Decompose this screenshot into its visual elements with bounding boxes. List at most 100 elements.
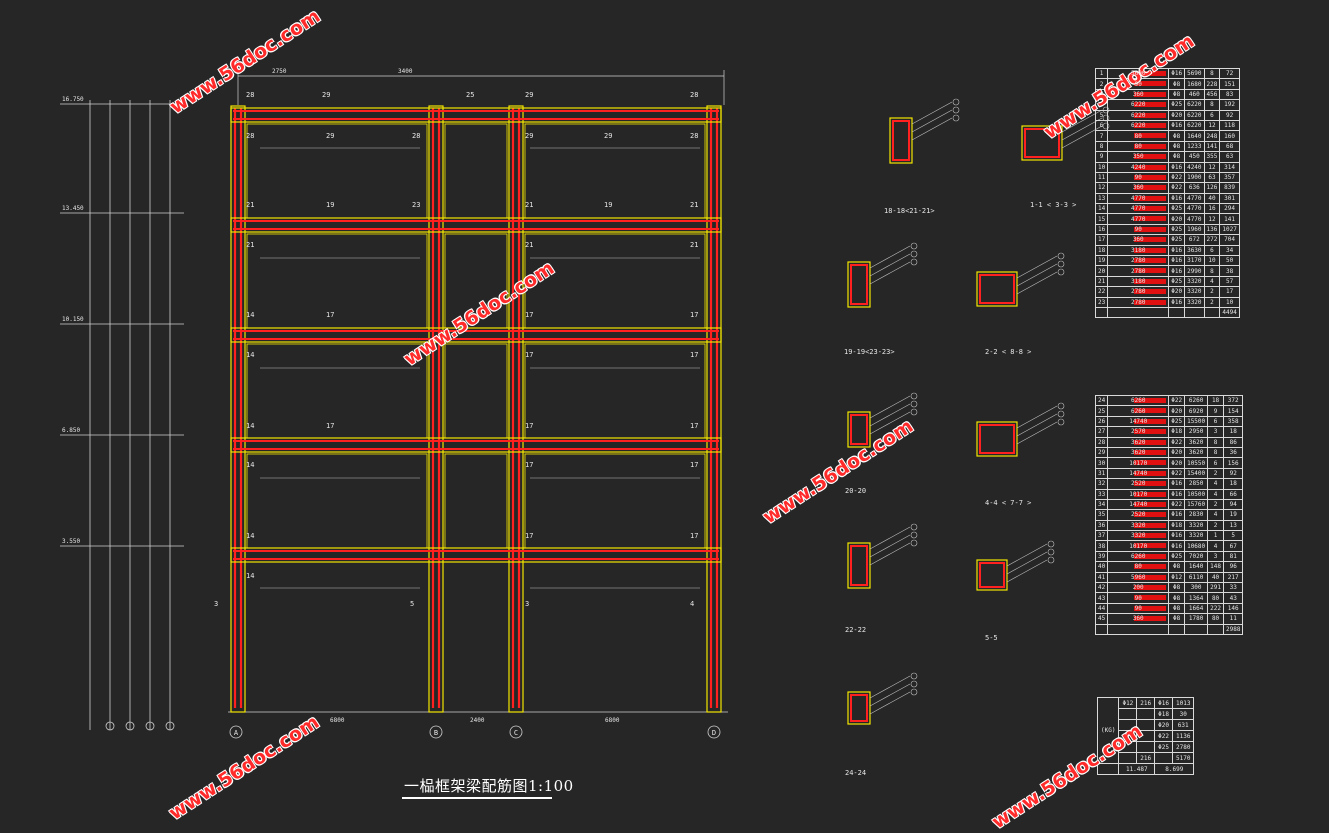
steel-cell: 3180: [1107, 275, 1170, 288]
beam-label: 3: [214, 600, 218, 608]
steel-cell: 3: [1207, 426, 1224, 438]
bottom-dimensions: 6800 2400 6800: [330, 717, 620, 724]
steel-cell: 80: [1207, 592, 1224, 604]
steel-cell: 35: [1094, 509, 1109, 521]
steel-cell: 40: [1094, 561, 1109, 573]
beam-label: 28: [690, 91, 698, 99]
steel-cell: 358: [1222, 415, 1244, 428]
steel-cell: Φ8: [1168, 561, 1186, 573]
dimension-text: 6800: [330, 717, 345, 724]
beam-outline: [230, 547, 722, 563]
steel-cell: 2520: [1107, 478, 1170, 490]
steel-cell: 118: [1219, 119, 1240, 132]
rebar-shape: [1134, 91, 1167, 97]
title-underline: [402, 797, 552, 799]
steel-cell: 14740: [1107, 498, 1170, 511]
steel-cell: 2950: [1184, 426, 1209, 438]
steel-cell: 38: [1094, 540, 1109, 552]
rebar-shape: [1134, 398, 1167, 403]
beam-label: 21: [525, 241, 533, 249]
section-label: 18-18<21-21>: [884, 207, 935, 215]
axis-label: C: [514, 729, 518, 737]
beam-label: 28: [246, 132, 254, 140]
beam-outline: [230, 107, 722, 123]
steel-cell: 1364: [1184, 592, 1209, 604]
steel-cell: 43: [1222, 592, 1244, 604]
steel-cell: 5960: [1107, 571, 1170, 584]
steel-cell: Φ16: [1168, 255, 1186, 267]
steel-cell: 17: [1094, 234, 1109, 246]
section-label: 19-19<23-23>: [844, 348, 895, 356]
beam-label: 17: [690, 422, 698, 430]
steel-cell: 6220: [1107, 119, 1170, 132]
steel-cell: [1203, 306, 1221, 319]
steel-cell: 80: [1107, 130, 1170, 142]
steel-cell: Φ25: [1168, 415, 1186, 428]
steel-cell: 14740: [1107, 415, 1170, 428]
steel-cell: 2780: [1107, 255, 1170, 267]
steel-cell: Φ16: [1168, 244, 1186, 257]
steel-cell: 3620: [1184, 446, 1209, 459]
summary-cell: 5170: [1171, 752, 1195, 764]
steel-cell: 63: [1203, 171, 1221, 184]
steel-cell: 8: [1207, 446, 1224, 459]
steel-cell: 94: [1222, 498, 1244, 511]
steel-cell: 17: [1219, 286, 1240, 298]
column-section: [976, 252, 1065, 307]
beam-label: 17: [326, 422, 334, 430]
steel-cell: 3320: [1107, 519, 1170, 532]
rebar-shape: [1134, 574, 1167, 580]
steel-cell: 357: [1219, 171, 1240, 184]
steel-cell: 8: [1207, 436, 1224, 448]
dimension-text: 3400: [398, 68, 413, 75]
rebar-shape: [1134, 122, 1167, 128]
steel-cell: 16: [1094, 223, 1109, 236]
steel-cell: 3: [1207, 550, 1224, 563]
beam-label: 28: [690, 132, 698, 140]
steel-cell: 294: [1219, 203, 1240, 215]
section-label: 24-24: [845, 769, 866, 777]
rebar-shape: [1134, 501, 1167, 507]
beam-label: 29: [322, 91, 330, 99]
steel-cell: Φ18: [1168, 519, 1186, 532]
steel-cell: [1168, 306, 1186, 319]
steel-cell: 2: [1207, 519, 1224, 532]
steel-cell: 228: [1203, 78, 1221, 90]
beam-label: 29: [604, 132, 612, 140]
steel-row: 4494: [1094, 306, 1240, 319]
steel-cell: Φ25: [1168, 234, 1186, 246]
rebar-shape: [1134, 491, 1167, 497]
steel-cell: 21: [1094, 275, 1109, 288]
summary-cell: Φ22: [1154, 730, 1173, 742]
steel-cell: Φ8: [1168, 602, 1186, 615]
beam-label: 28: [246, 91, 254, 99]
steel-cell: 360: [1107, 234, 1170, 246]
steel-cell: 141: [1219, 213, 1240, 225]
steel-cell: 2780: [1107, 286, 1170, 298]
steel-cell: 5690: [1184, 67, 1205, 80]
summary-cell: 2780: [1171, 741, 1195, 753]
steel-cell: 86: [1222, 436, 1244, 448]
steel-cell: [1107, 623, 1170, 636]
rebar-shape: [1134, 133, 1167, 139]
steel-cell: 24: [1094, 394, 1109, 407]
steel-cell: Φ8: [1168, 78, 1186, 90]
steel-cell: 156: [1222, 457, 1244, 469]
steel-cell: 6: [1207, 457, 1224, 469]
rebar-shape: [1134, 605, 1167, 611]
steel-cell: 10: [1203, 255, 1221, 267]
steel-cell: Φ16: [1168, 509, 1186, 521]
steel-cell: 37: [1094, 530, 1109, 542]
bay-outline: [246, 123, 428, 219]
steel-cell: 19: [1094, 255, 1109, 267]
steel-cell: 1027: [1219, 223, 1240, 236]
